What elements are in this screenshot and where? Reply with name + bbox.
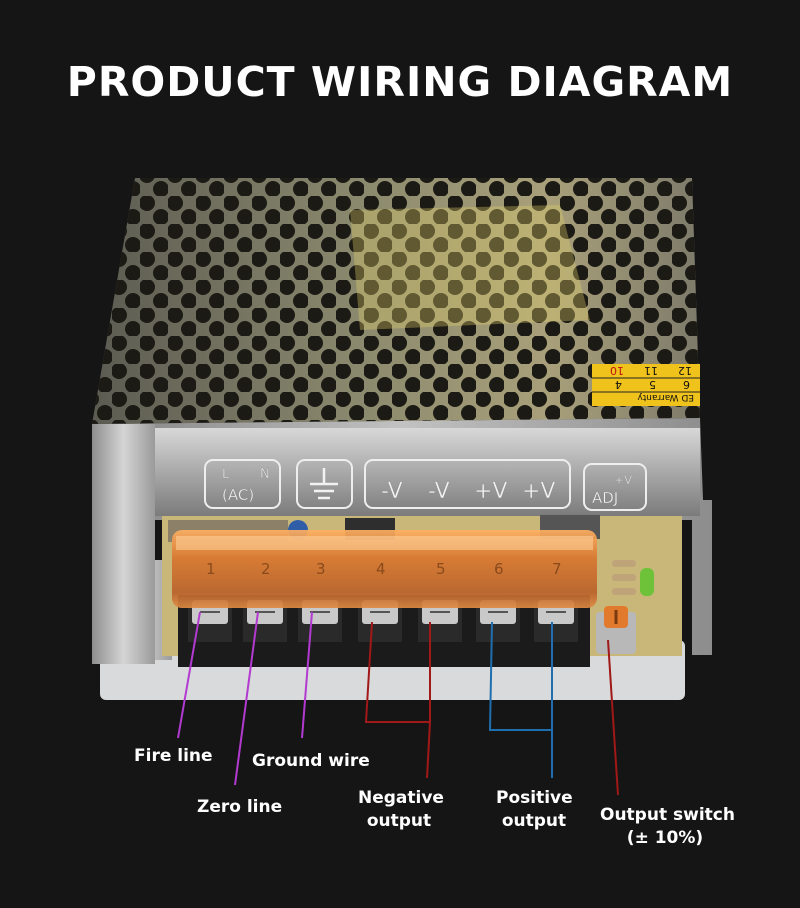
leader-output-switch	[607, 639, 619, 796]
page-title: PRODUCT WIRING DIAGRAM	[66, 58, 734, 106]
label-output-switch: Output switch (± 10%)	[600, 805, 735, 848]
terminal-number: 3	[316, 560, 326, 578]
leader-positive-output	[488, 621, 553, 731]
ac-n-mark: N	[260, 467, 270, 482]
terminal-plus-v-1: +V	[474, 479, 507, 504]
sticker-warranty-text: ED Warranty	[637, 392, 694, 402]
leader-ground-wire	[301, 611, 313, 739]
sticker-number: 10	[610, 364, 624, 377]
terminal-number: 1	[206, 560, 216, 578]
led-icon	[640, 568, 654, 596]
voltage-adjust-potentiometer[interactable]	[596, 606, 636, 654]
label-positive-output: Positive output	[496, 788, 573, 831]
adj-mark: ADJ	[592, 489, 618, 507]
adj-v-mark: +V	[614, 473, 633, 487]
sticker-number: 11	[644, 364, 658, 377]
leader-negative-output	[364, 621, 431, 723]
perforated-lid	[92, 178, 700, 424]
terminal-plus-v-2: +V	[522, 479, 555, 504]
terminal-number: 7	[552, 560, 562, 578]
terminal-number: 6	[494, 560, 504, 578]
leader-zero-line	[234, 611, 259, 786]
terminal-minus-v-1: -V	[381, 479, 403, 504]
sticker-number: 4	[615, 378, 622, 391]
leader-negative-output-stem	[426, 721, 431, 779]
label-ground-wire: Ground wire	[252, 751, 370, 771]
terminal-number: 4	[376, 560, 386, 578]
front-panel: L N (AC) -V -V +V +V +V ADJ	[92, 418, 712, 664]
sticker-number: 6	[683, 378, 690, 391]
sticker-number: 5	[649, 378, 656, 391]
label-fire-line: Fire line	[134, 746, 213, 766]
terminal-number: 2	[261, 560, 271, 578]
label-zero-line: Zero line	[197, 797, 283, 817]
label-negative-output: Negative output	[358, 788, 444, 831]
ac-l-mark: L	[222, 467, 230, 482]
terminal-number: 5	[436, 560, 446, 578]
warranty-sticker: ED Warranty 6 5 4 12 11 10	[592, 364, 700, 406]
terminal-minus-v-2: -V	[428, 479, 450, 504]
ground-icon	[310, 468, 338, 500]
terminal-block: 1 2 3 4 5 6 7	[172, 530, 597, 667]
sticker-number: 12	[678, 364, 692, 377]
leader-fire-line	[177, 611, 201, 739]
ac-mark: (AC)	[222, 486, 254, 504]
